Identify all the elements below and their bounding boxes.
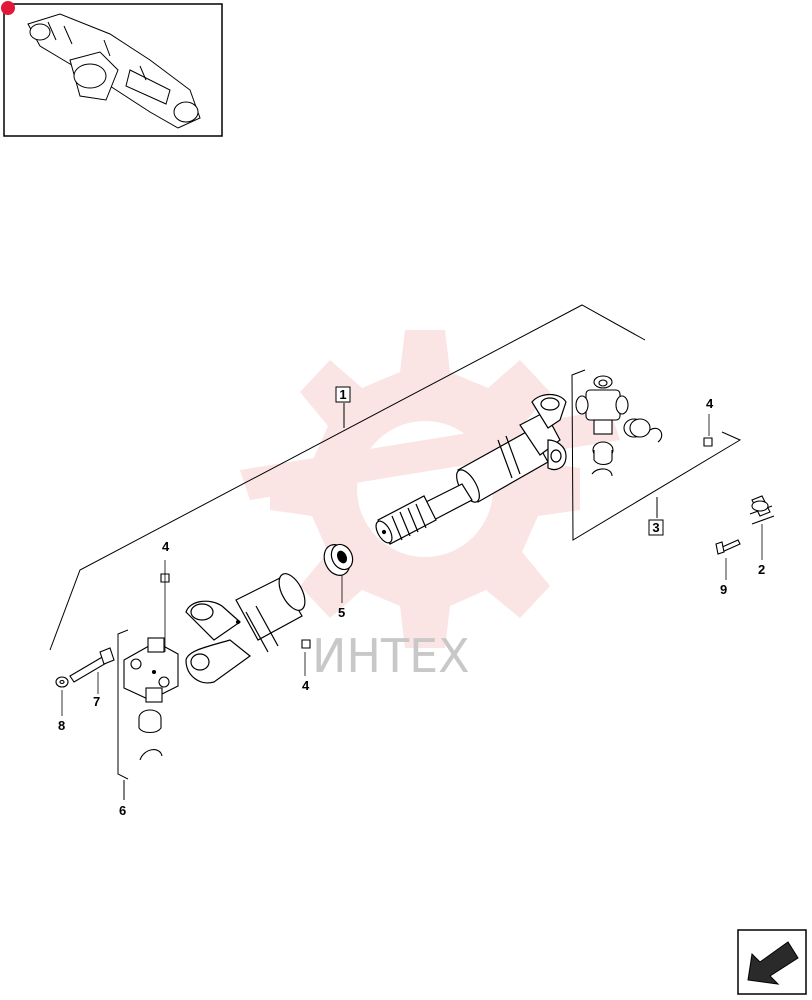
callout-8[interactable]: 8 (58, 718, 65, 733)
leader-lines (61, 414, 763, 716)
next-page-arrow-icon[interactable] (737, 929, 807, 995)
callout-3[interactable]: 3 (648, 519, 664, 536)
callout-2[interactable]: 2 (758, 562, 765, 577)
universal-joint-left[interactable] (123, 637, 179, 761)
bolt-9[interactable] (715, 539, 741, 555)
universal-joint-right[interactable] (575, 375, 663, 477)
clamp-2[interactable] (749, 495, 775, 525)
callout-4-right[interactable]: 4 (706, 396, 714, 411)
callout-1[interactable]: 1 (335, 386, 351, 403)
watermark-text: ИНТЕХ (312, 629, 470, 683)
washer-8[interactable] (55, 676, 69, 688)
ring-nut[interactable] (319, 540, 356, 579)
slip-yoke[interactable] (185, 570, 310, 684)
callout-6[interactable]: 6 (119, 803, 126, 818)
group-bracket-1 (49, 304, 646, 651)
group-bracket-6 (117, 629, 129, 800)
bolt-7[interactable] (69, 647, 115, 683)
svg-text:1: 1 (339, 387, 346, 402)
svg-text:3: 3 (652, 520, 659, 535)
callout-4-top[interactable]: 4 (162, 539, 170, 554)
callout-9[interactable]: 9 (720, 582, 727, 597)
red-marker-icon (1, 1, 15, 15)
axle-thumbnail[interactable] (1, 1, 223, 137)
group-bracket-3 (571, 369, 742, 541)
drive-shaft[interactable] (373, 393, 567, 546)
bolt-4-mid[interactable] (301, 639, 311, 649)
callout-4-mid[interactable]: 4 (302, 678, 310, 693)
bolt-4-right[interactable] (703, 437, 713, 447)
callout-7[interactable]: 7 (93, 694, 100, 709)
callout-5[interactable]: 5 (338, 605, 345, 620)
